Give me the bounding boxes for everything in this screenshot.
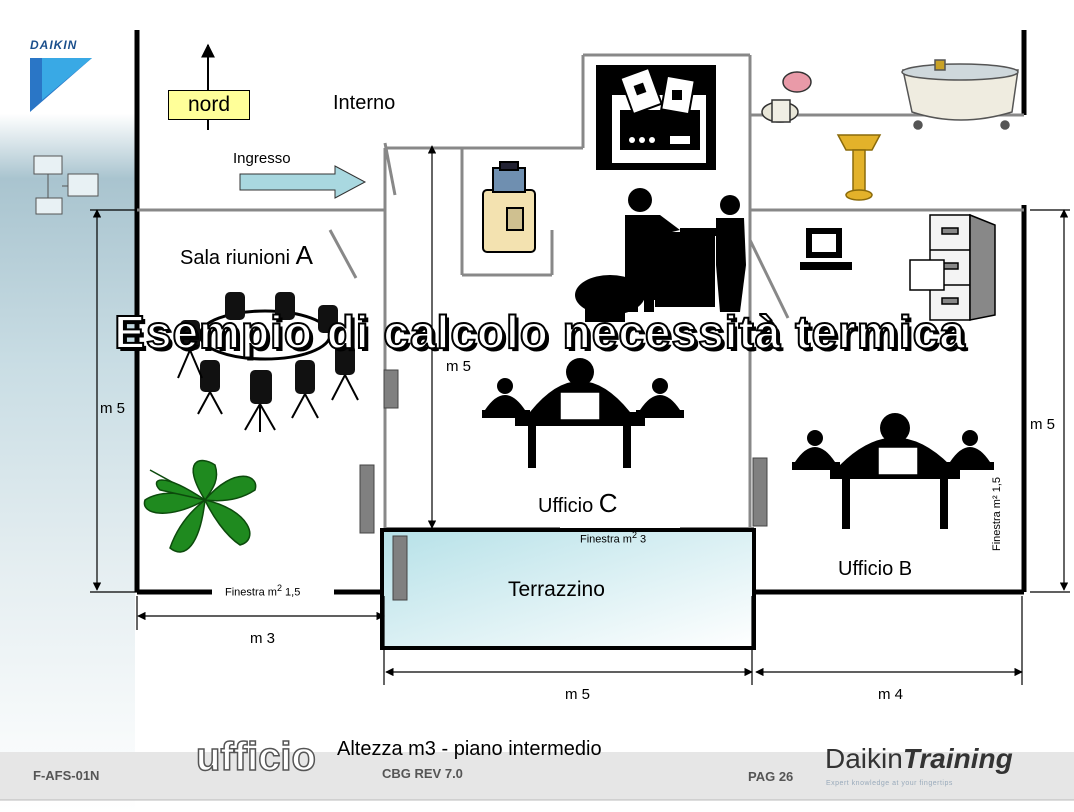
terrace-area <box>380 528 756 650</box>
water-heater-icon <box>482 161 536 253</box>
height-note: Altezza m3 - piano intermedio <box>337 738 602 760</box>
meeting-window-label: Finestra m2 1,5 <box>225 583 301 599</box>
office-c-label: Ufficio C <box>538 488 618 518</box>
plant-icon <box>143 459 257 553</box>
daikin-training-brand: DaikinTraining <box>825 743 1013 774</box>
sink-icon <box>836 134 882 201</box>
dimension-width-b: m 4 <box>878 686 904 703</box>
entrance-label: Ingresso <box>233 150 291 167</box>
meeting-table-icon <box>177 292 359 432</box>
terrace-label: Terrazzino <box>508 578 605 601</box>
footer-revision: CBG REV 7.0 <box>382 766 463 781</box>
filing-cabinet-icon <box>909 213 996 321</box>
computer-icon <box>800 228 852 270</box>
office-workers-icon <box>482 358 684 468</box>
office-b-window-label: Finestra m² 1,5 <box>990 477 1003 551</box>
meeting-room-label: Sala riunioni A <box>180 240 313 270</box>
radiators <box>359 369 768 601</box>
daikin-logo: DAIKIN <box>30 38 100 127</box>
people-icon <box>575 188 746 322</box>
logo-mark-icon <box>30 58 92 112</box>
dimension-width-a: m 3 <box>250 630 276 647</box>
interior-label: Interno <box>333 92 396 114</box>
dimension-width-c: m 5 <box>565 686 591 703</box>
footer-band <box>0 752 1074 800</box>
footer-code: F-AFS-01N <box>33 768 100 783</box>
entrance-arrow-icon <box>239 165 367 199</box>
bathtub-icon <box>901 59 1019 130</box>
office-workers-b-icon <box>792 413 994 529</box>
brand-tagline: Expert knowledge at your fingertips <box>826 780 953 787</box>
north-label: nord <box>168 90 250 120</box>
dimension-lines <box>90 145 1070 685</box>
network-icon <box>33 155 99 215</box>
slide-title: Esempio di calcolo necessità termica <box>113 305 966 359</box>
footer-page: PAG 26 <box>748 769 794 784</box>
logo-wordmark: DAIKIN <box>30 38 78 52</box>
office-b-label: Ufficio B <box>838 558 913 580</box>
dimension-right-height: m 5 <box>1030 416 1056 433</box>
copier-icon <box>596 65 716 170</box>
terrace-window-label: Finestra m2 3 <box>580 530 647 546</box>
dimension-left-height: m 5 <box>100 400 126 417</box>
toilet-icon <box>761 71 812 123</box>
sidebar-gradient: DAIKIN <box>0 0 135 812</box>
dimension-office-c-height: m 5 <box>446 358 472 375</box>
watermark-text: ufficio <box>195 734 316 780</box>
